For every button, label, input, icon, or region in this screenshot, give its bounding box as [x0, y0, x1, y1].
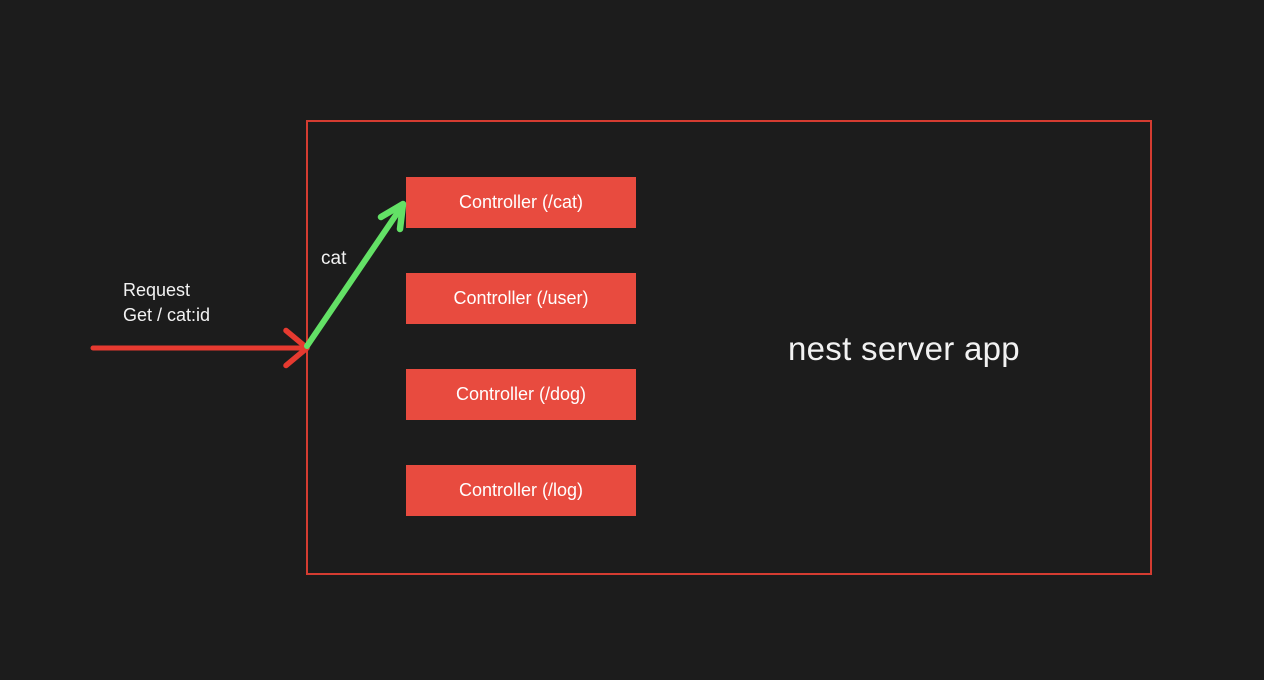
- request-arrow-head: [283, 327, 310, 369]
- controller-dog-node: Controller (/dog): [406, 369, 636, 420]
- controller-user-node: Controller (/user): [406, 273, 636, 324]
- request-label: Request Get / cat:id: [123, 278, 210, 328]
- controller-cat-node: Controller (/cat): [406, 177, 636, 228]
- controller-log-node: Controller (/log): [406, 465, 636, 516]
- request-arrow: [90, 327, 310, 369]
- route-label: cat: [321, 248, 347, 269]
- request-label-line1: Request: [123, 280, 191, 300]
- request-label-line2: Get / cat:id: [123, 305, 211, 325]
- nest-server-app-title: nest server app: [788, 330, 1020, 367]
